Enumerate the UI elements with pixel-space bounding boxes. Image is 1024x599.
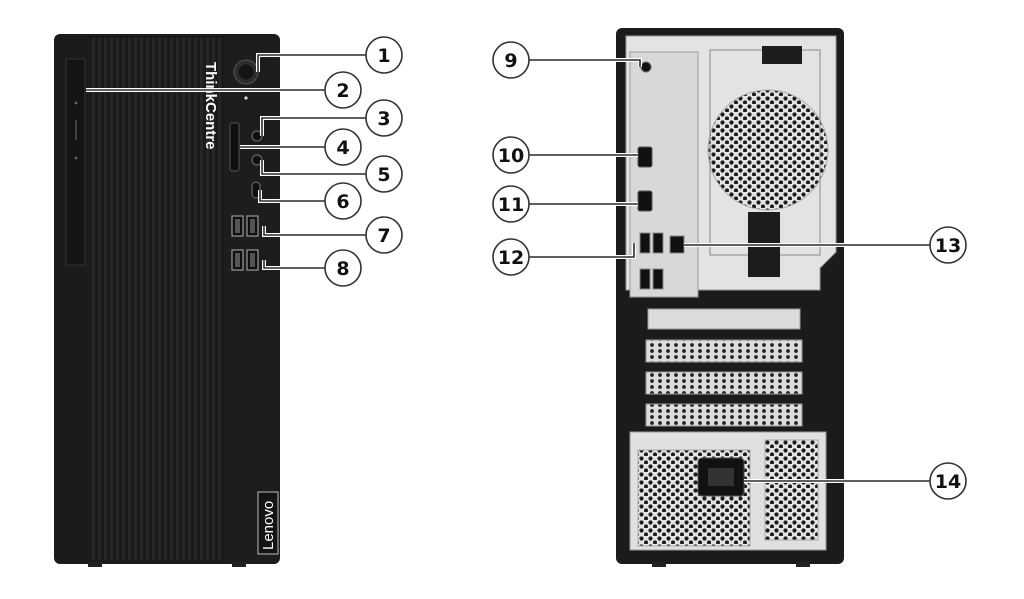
callout-number: 13 bbox=[935, 235, 961, 257]
callout-10: 10 bbox=[492, 136, 638, 174]
rear-tower bbox=[616, 28, 844, 567]
callout-6: 6 bbox=[258, 182, 362, 220]
callout-circle bbox=[492, 238, 530, 276]
callout-number: 10 bbox=[498, 145, 524, 167]
callout-number: 12 bbox=[498, 247, 524, 269]
callout-13: 13 bbox=[684, 226, 967, 264]
callout-circle bbox=[324, 128, 362, 166]
callout-leader-line bbox=[529, 59, 641, 67]
rear-ethernet-port bbox=[669, 235, 685, 254]
rear-hdmi-port bbox=[637, 146, 653, 168]
callout-circle bbox=[365, 36, 403, 74]
callout-9: 9 bbox=[492, 41, 642, 79]
front-grille bbox=[92, 38, 221, 560]
rear-audio-jack bbox=[640, 61, 652, 73]
callout-circle bbox=[929, 226, 967, 264]
callout-leader-line bbox=[257, 54, 366, 72]
callout-8: 8 bbox=[262, 249, 362, 287]
callout-circle bbox=[492, 136, 530, 174]
callout-leader-line bbox=[261, 160, 366, 175]
callout-circle bbox=[365, 216, 403, 254]
callout-circle bbox=[365, 155, 403, 193]
rear-usb-ports bbox=[639, 232, 664, 290]
rear-fan-grille bbox=[707, 89, 829, 211]
callout-circle bbox=[324, 182, 362, 220]
callout-number: 2 bbox=[336, 80, 349, 102]
callout-7: 7 bbox=[262, 216, 403, 254]
callout-circle bbox=[929, 462, 967, 500]
callout-number: 7 bbox=[377, 225, 390, 247]
rear-displayport bbox=[637, 190, 653, 212]
callout-number: 9 bbox=[504, 50, 517, 72]
callout-number: 14 bbox=[935, 471, 961, 493]
callout-14: 14 bbox=[744, 462, 967, 500]
callout-circle bbox=[324, 71, 362, 109]
callout-number: 11 bbox=[498, 194, 524, 216]
callout-leader-line bbox=[529, 243, 635, 258]
optical-drive-bay bbox=[65, 58, 86, 266]
callout-leader-line bbox=[263, 260, 325, 269]
front-io-strip bbox=[224, 36, 278, 562]
lenovo-badge bbox=[257, 491, 279, 555]
callout-number: 6 bbox=[336, 191, 349, 213]
callout-leader-line bbox=[259, 190, 325, 202]
thinkcentre-logo: ThinkCentre bbox=[202, 62, 219, 150]
usb-ports-pair-bottom bbox=[231, 249, 259, 271]
callout-circle bbox=[324, 249, 362, 287]
callout-2: 2 bbox=[86, 71, 362, 109]
callout-leader-line bbox=[261, 117, 366, 136]
callout-leader-line bbox=[263, 226, 366, 236]
callout-1: 1 bbox=[256, 36, 403, 74]
callout-circle bbox=[492, 185, 530, 223]
callout-circle bbox=[365, 99, 403, 137]
front-tower: ThinkCentre Lenovo bbox=[54, 34, 280, 567]
expansion-slots bbox=[645, 308, 803, 427]
usb-ports-pair-top bbox=[231, 215, 259, 237]
callout-number: 5 bbox=[377, 164, 390, 186]
callout-11: 11 bbox=[492, 185, 638, 223]
callout-4: 4 bbox=[240, 128, 362, 166]
card-reader-slot bbox=[229, 122, 240, 172]
callout-number: 8 bbox=[336, 258, 349, 280]
lenovo-logo: Lenovo bbox=[260, 501, 277, 550]
callout-3: 3 bbox=[260, 99, 403, 137]
rear-io-plate bbox=[629, 51, 699, 298]
callout-12: 12 bbox=[492, 238, 636, 276]
callout-number: 1 bbox=[377, 45, 390, 67]
callout-5: 5 bbox=[260, 155, 403, 193]
callout-circle bbox=[492, 41, 530, 79]
callout-number: 3 bbox=[377, 108, 390, 130]
callout-number: 4 bbox=[336, 137, 349, 159]
